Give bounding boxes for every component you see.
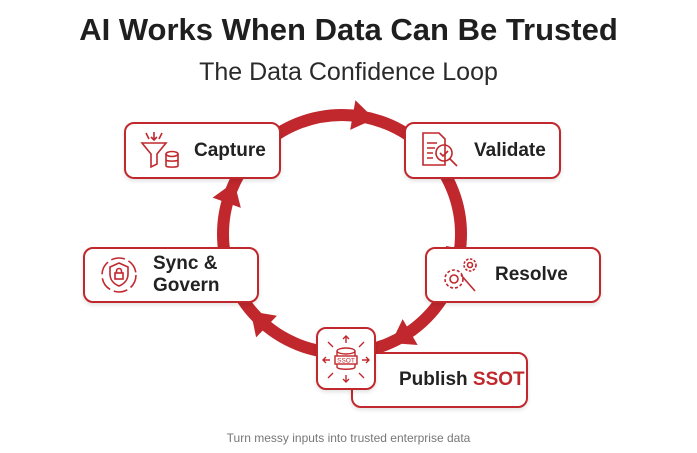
step-validate: Validate — [404, 122, 561, 179]
caption: Turn messy inputs into trusted enterpris… — [226, 431, 471, 445]
publish-label: Publish — [399, 369, 468, 390]
funnel-database-icon — [140, 131, 179, 168]
gears-wrench-icon — [444, 258, 477, 292]
capture-label: Capture — [194, 139, 266, 161]
step-publish-ssot: Publish SSOT — [351, 352, 528, 408]
ssot-database-icon: SSOT — [322, 334, 370, 383]
document-magnifier-check-icon — [422, 131, 458, 167]
publish-icon-box: SSOT — [316, 327, 376, 390]
validate-label: Validate — [474, 139, 546, 161]
sync-label-line1: Sync & — [153, 253, 218, 274]
shield-lock-cycle-icon — [101, 257, 137, 293]
ssot-icon-text: SSOT — [337, 357, 355, 364]
page-title: AI Works When Data Can Be Trusted — [79, 12, 618, 47]
step-resolve: Resolve — [425, 247, 601, 303]
arrowhead-icon — [212, 182, 241, 208]
page-subtitle: The Data Confidence Loop — [199, 58, 498, 86]
arrowhead-icon — [350, 100, 375, 130]
step-sync-govern: Sync & Govern — [83, 247, 259, 303]
arrowhead-icon — [391, 319, 418, 346]
resolve-label: Resolve — [495, 264, 568, 285]
step-capture: Capture — [124, 122, 281, 179]
publish-ssot-accent: SSOT — [472, 369, 525, 390]
arrowhead-icon — [250, 311, 277, 338]
sync-label-line2: Govern — [153, 275, 220, 296]
